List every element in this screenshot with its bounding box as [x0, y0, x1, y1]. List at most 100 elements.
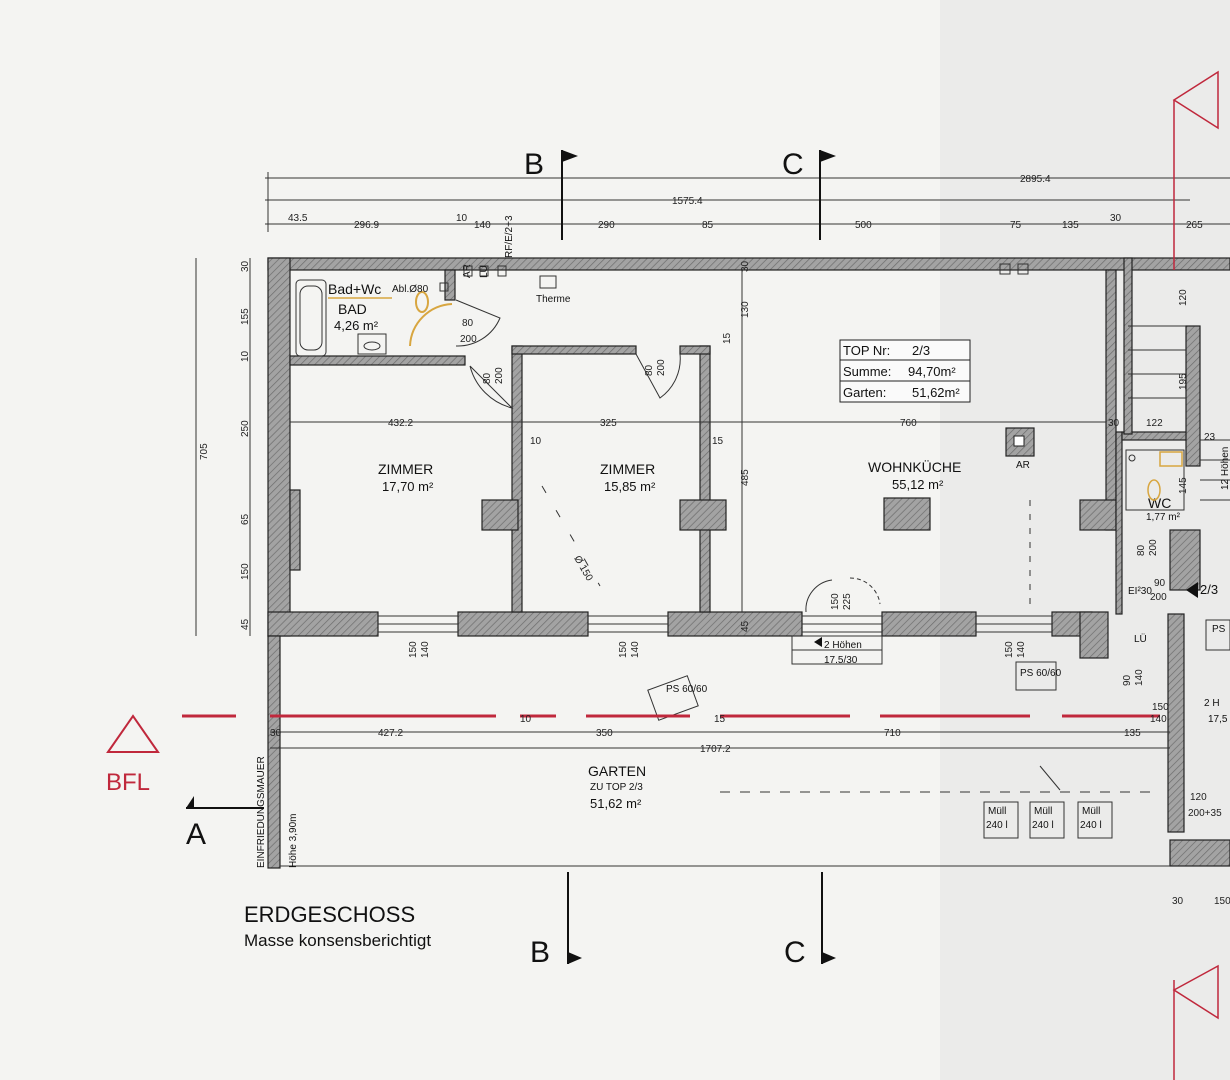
interior-dimensions: 432.2 325 760 30 122 485 130 15 10 15 45… [290, 260, 1216, 632]
dim-l150: 150 [240, 563, 251, 580]
bathtub [295, 279, 327, 357]
circle-label: Ø 150 [571, 554, 594, 583]
garten-value: 51,62m² [912, 385, 960, 400]
gd-a: 427.2 [378, 728, 403, 739]
rp-150b: 150 [1214, 896, 1230, 907]
therme-label: Therme [536, 294, 571, 305]
rp-120: 120 [1190, 792, 1207, 803]
dim-10: 10 [456, 213, 468, 224]
summe-value: 94,70m² [908, 364, 956, 379]
entry-steps: 2 Höhen 17.5/30 [791, 635, 883, 666]
dim-140: 140 [474, 220, 491, 231]
chimney: AR [1005, 427, 1035, 612]
dim-l250: 250 [240, 420, 251, 437]
steps-label: 2 Höhen [824, 640, 862, 651]
bin2-top: Müll [1034, 806, 1052, 817]
bath-label-1: Bad+Wc [328, 281, 381, 297]
staircase [1128, 325, 1230, 501]
dim-30: 30 [1110, 213, 1122, 224]
ps-label-1: PS 60/60 [666, 684, 708, 695]
sink [357, 333, 387, 355]
kw-w: 150 [830, 593, 841, 610]
dim-135: 135 [1062, 220, 1079, 231]
right-partial-area: 12 Höhen 2/3 EI²30 90 200 80 200 PS LÜ 2… [1122, 70, 1230, 1080]
dim-290: 290 [598, 220, 615, 231]
dim-l10: 10 [240, 350, 251, 362]
section-b-bottom: B [530, 936, 550, 969]
room-labels: ZIMMER 17,70 m² ZIMMER 15,85 m² WOHNKÜCH… [378, 458, 1181, 523]
floor-title: ERDGESCHOSS [244, 902, 415, 927]
top-vent [999, 263, 1029, 275]
dim-296: 296.9 [354, 220, 379, 231]
window-dimensions: 150 140 150 140 150 140 [408, 641, 1027, 658]
dim-row2: 1575.4 [672, 196, 703, 207]
entry-h: 200 [1150, 592, 1167, 603]
room-wohnkueche: WOHNKÜCHE [868, 458, 961, 475]
bfl-label: BFL [106, 769, 150, 796]
room-zimmer-2-area: 15,85 m² [604, 479, 656, 494]
entry-label: EI²30 [1128, 586, 1152, 597]
garden-name: GARTEN [588, 763, 646, 779]
rp-top: 2/3 [1200, 582, 1218, 597]
section-b-top: B [524, 148, 544, 181]
section-markers: B C B C A [186, 148, 836, 969]
idim-122: 122 [1146, 418, 1163, 429]
walls [267, 257, 1230, 869]
entry-w: 90 [1154, 578, 1166, 589]
gd15: 15 [714, 714, 726, 725]
room-zimmer-1: ZIMMER [378, 461, 433, 477]
garden: 30 427.2 350 710 135 1707.2 10 15 GARTEN… [256, 714, 1170, 868]
door-bad-h: 200 [460, 334, 477, 345]
rp-145: 145 [1178, 477, 1189, 494]
door-z2-h: 200 [656, 359, 667, 376]
steps-value: 17.5/30 [824, 655, 858, 666]
rp-195: 195 [1178, 373, 1189, 390]
wd1a: 150 [408, 641, 419, 658]
top-nr-label: TOP Nr: [843, 343, 890, 358]
rp-hoehen2: 2 H [1204, 698, 1220, 709]
dim-85: 85 [702, 220, 714, 231]
idim-23: 23 [1204, 432, 1216, 443]
rp-120b: 120 [1178, 289, 1189, 306]
door-z1-h: 200 [494, 367, 505, 384]
bath-area: 4,26 m² [334, 318, 379, 333]
bin3-bottom: 240 l [1080, 820, 1102, 831]
floor-title-block: ERDGESCHOSS Masse konsensberichtigt [244, 902, 431, 950]
turning-circle: Ø 150 [541, 485, 601, 587]
room-wc: WC [1148, 495, 1171, 511]
wd2b: 140 [630, 641, 641, 658]
ar-label-1: AR [462, 264, 473, 278]
wd2a: 150 [618, 641, 629, 658]
idim-485: 485 [740, 469, 751, 486]
rp-90: 90 [1122, 674, 1133, 686]
idim-15a: 15 [722, 332, 733, 344]
bin2-bottom: 240 l [1032, 820, 1054, 831]
lu-label-1: LÜ [478, 265, 490, 278]
rp-200: 200+35 [1188, 808, 1222, 819]
door-z2-w: 80 [644, 364, 655, 376]
gd-b: 350 [596, 728, 613, 739]
floor-subtitle: Masse konsensberichtigt [244, 931, 431, 950]
wc-door-h: 200 [1148, 539, 1159, 556]
door-z1-w: 80 [482, 372, 493, 384]
gd10: 10 [520, 714, 532, 725]
dim-75: 75 [1010, 220, 1022, 231]
room-zimmer-1-area: 17,70 m² [382, 479, 434, 494]
rp-hoehen: 12 Höhen [1220, 447, 1230, 490]
garden-area: 51,62 m² [590, 796, 642, 811]
rf-label: RF/E/2+3 [504, 215, 515, 258]
room-wc-area: 1,77 m² [1146, 512, 1181, 523]
garten-label: Garten: [843, 385, 886, 400]
top-info-box: TOP Nr: 2/3 Summe: 94,70m² Garten: 51,62… [839, 339, 971, 403]
bath-label-2: BAD [338, 301, 367, 317]
left-dimension-lines: 705 30 155 10 250 65 150 45 [195, 258, 251, 636]
gd-d: 135 [1124, 728, 1141, 739]
toilet [415, 291, 429, 313]
wd3a: 150 [1004, 641, 1015, 658]
dim-l30: 30 [240, 260, 251, 272]
bathroom: Bad+Wc BAD 4,26 m² Abl.Ø80 AR LÜ Therme [295, 264, 571, 357]
dim-l45: 45 [240, 618, 251, 630]
wall-label: EINFRIEDUNGSMAUER [256, 756, 267, 868]
abl-label: Abl.Ø80 [392, 284, 429, 295]
